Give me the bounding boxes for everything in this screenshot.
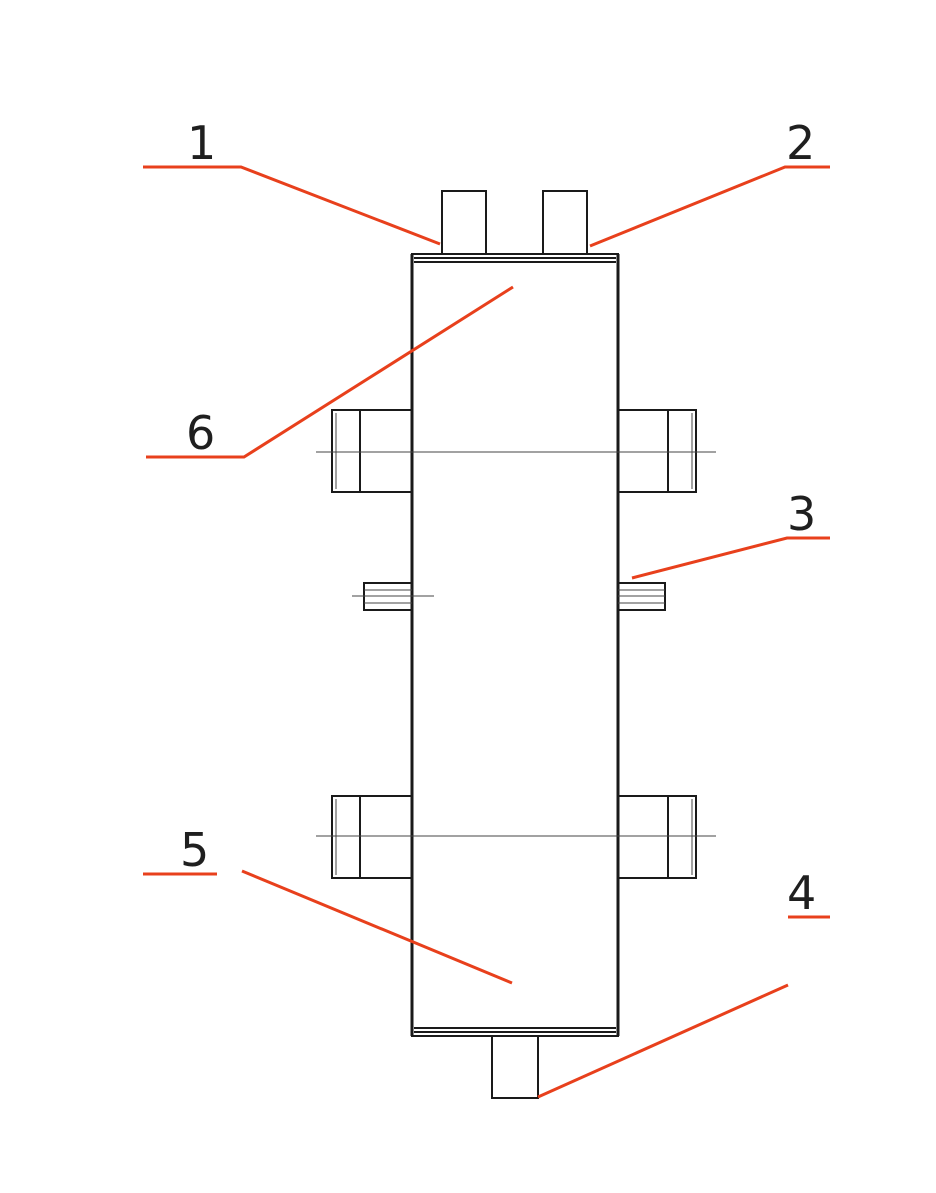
leader-lines [143, 165, 830, 1099]
leader-line-6 [146, 285, 514, 459]
upper-right-connection [617, 409, 697, 493]
label-2: 2 [786, 116, 815, 170]
label-4: 4 [787, 866, 816, 920]
lower-right-connection [617, 795, 697, 879]
leader-line-2 [589, 165, 830, 248]
label-3: 3 [787, 487, 816, 541]
lower-left-connection [331, 795, 413, 879]
leader-line-1 [143, 165, 441, 246]
bottom-drain-stub [491, 1035, 539, 1099]
top-air-vent-stub [441, 190, 487, 255]
label-5: 5 [180, 823, 209, 877]
leader-line-4 [537, 983, 789, 1099]
middle-left-port [352, 582, 434, 611]
leader-line-5 [241, 869, 513, 985]
top-sensor-stub [542, 190, 588, 255]
leader-line-3 [631, 536, 830, 580]
label-1: 1 [187, 116, 216, 170]
separator-body [410, 253, 620, 1037]
upper-left-connection [331, 409, 413, 493]
label-6: 6 [186, 406, 215, 460]
middle-right-port [617, 582, 666, 611]
